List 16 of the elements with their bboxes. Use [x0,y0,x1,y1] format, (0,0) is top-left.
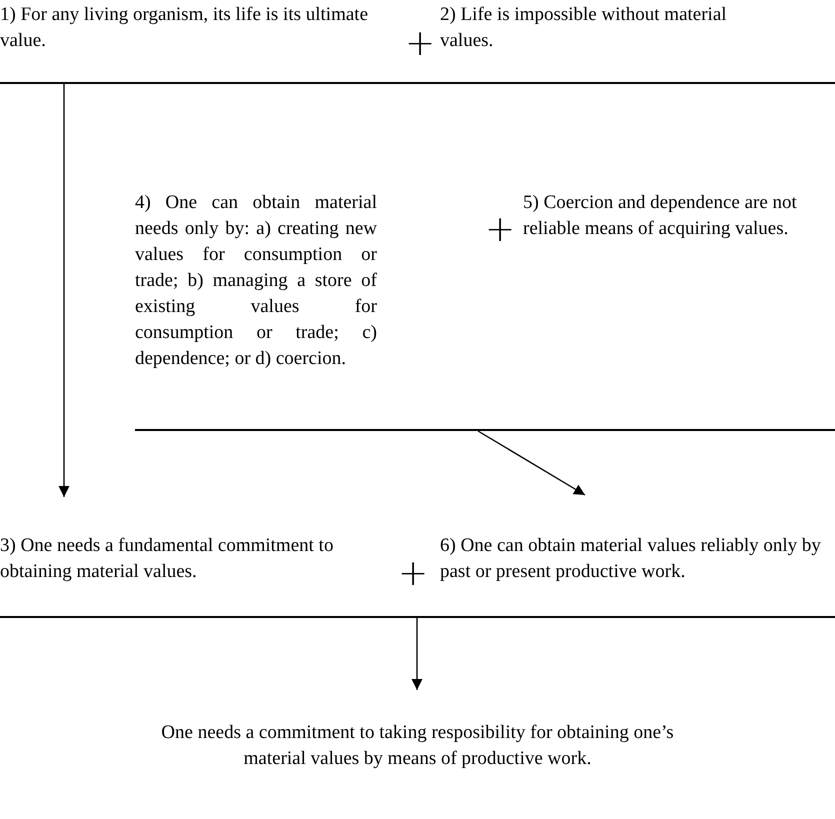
arrow [478,430,586,496]
statement-text: One needs a commitment to taking resposibility for obtaining one’s material values by means of productive work. [160,721,675,771]
divider-line [0,82,835,84]
statement-text: 6) One can obtain material values reliably only by past or present productive work. [440,534,822,584]
statement-text: 3) One needs a fundamental commitment to obtaining material values. [0,534,334,584]
arrow [58,84,70,497]
statement-text: 2) Life is impossible without material values. [440,3,728,53]
plus-sign: + [398,556,428,592]
plus-sign: + [405,26,436,62]
divider-line [0,616,835,618]
plus-sign: + [485,212,516,248]
statement-text: 5) Coercion and dependence are not reliable means of acquiring values. [523,191,798,241]
statement-text: 4) One can obtain material needs only by: a) creating new values for consumption or trade; b) managing a store of existing values for consumption or trade; c) dependence; or d) coercion. [135,191,377,371]
divider-line [135,429,835,431]
arrow [412,618,422,690]
statement-text: 1) For any living organism, its life is its ultimate value. [0,3,370,53]
